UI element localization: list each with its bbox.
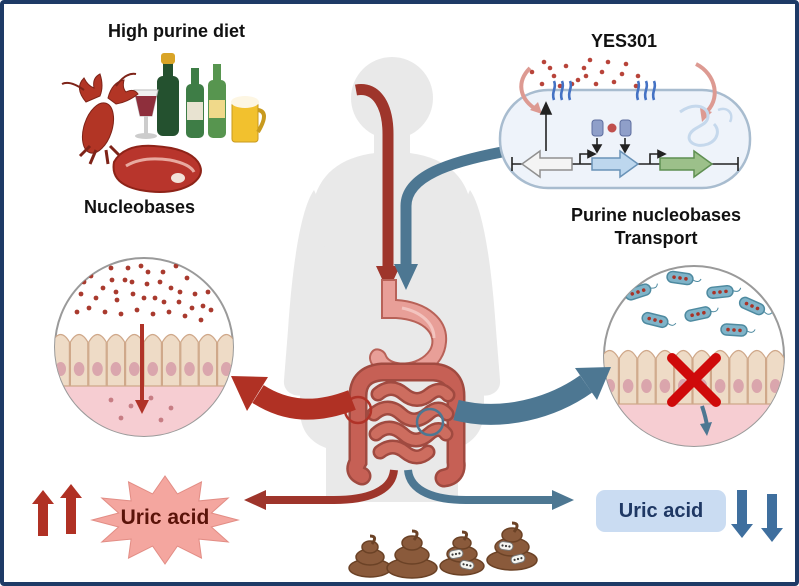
- uric-acid-increase-arrow: [266, 469, 398, 504]
- stomach-icon: [369, 279, 448, 379]
- epithelium-cells: [604, 349, 784, 405]
- blue-magnifier-ring-icon: [415, 407, 445, 437]
- gene-arrow-green: [659, 149, 714, 179]
- bacteria-in-feces-icons: [448, 541, 526, 571]
- red-x-icon: [667, 353, 721, 407]
- absorption-arrowhead-icon: [135, 400, 149, 414]
- cell-nuclei: [55, 362, 232, 376]
- lobster-icon: [61, 72, 139, 165]
- head-silhouette: [351, 57, 433, 139]
- uric-acid-decrease-arrow: [404, 469, 552, 504]
- purine-transport-line2: Transport: [614, 227, 698, 248]
- double-down-arrow-icon: [731, 490, 783, 542]
- nucleobase-dots: [74, 263, 214, 323]
- uric-acid-starburst: [90, 475, 240, 565]
- beer-bottle-icon: [186, 68, 204, 138]
- uric-acid-increase-label: Uric acid: [120, 506, 210, 529]
- lamina-propria: [604, 404, 784, 446]
- expression-arrow-icon: [539, 101, 631, 154]
- purine-transport-label: Purine nucleobases Transport: [556, 204, 756, 249]
- purine-transport-line1: Purine nucleobases: [570, 205, 742, 225]
- wine-glass-icon: [133, 89, 159, 139]
- beer-bottle-icon: [208, 64, 226, 138]
- dna-end-ticks: [511, 157, 739, 171]
- yes301-down-arrow: [400, 146, 504, 266]
- intestines-icon: [346, 362, 466, 488]
- secretion-arrow-icon: [519, 62, 717, 122]
- yes301-down-arrowhead-icon: [394, 264, 418, 290]
- nucleobases-label: Nucleobases: [83, 197, 196, 217]
- high-purine-diet-label: High purine diet: [108, 21, 245, 41]
- engineered-bacteria-icons: [624, 270, 773, 337]
- yes301-label: YES301: [590, 31, 658, 51]
- outcome-arrows: [244, 469, 574, 510]
- high-purine-food-illustration: [61, 53, 266, 193]
- regulator-protein-icons: [591, 119, 632, 137]
- promoter-arrow-icon: [579, 149, 667, 164]
- absorbed-dots: [108, 395, 174, 423]
- membrane-transporter-icon: [551, 80, 657, 101]
- right-arm-silhouette: [459, 190, 501, 396]
- gastrointestinal-tract: [343, 279, 466, 488]
- champagne-bottle-icon: [157, 53, 179, 136]
- left-arm-silhouette: [283, 190, 325, 396]
- starburst-shape: [90, 475, 240, 565]
- beer-mug-icon: [231, 96, 266, 143]
- uric-acid-decrease-label: Uric acid: [618, 499, 704, 522]
- right-arrowhead-icon: [552, 490, 574, 510]
- mucosa-absorption-circle: [54, 257, 234, 437]
- engineered-bacteria-construct: [498, 57, 752, 190]
- diet-down-arrow: [355, 84, 394, 268]
- mucosa-blocked-circle: [603, 265, 785, 447]
- uric-acid-box: Uric acid: [596, 490, 726, 532]
- reduced-uptake-arrowhead-icon: [700, 422, 712, 436]
- left-arrowhead-icon: [244, 490, 266, 510]
- feces-plain-icon: [348, 529, 438, 579]
- meat-icon: [112, 144, 202, 193]
- double-up-arrow-icon: [32, 484, 82, 536]
- feces-with-bacteria-icon: [439, 521, 538, 576]
- epithelium-cells: [55, 333, 233, 387]
- protein-squiggle-icon: [679, 104, 733, 147]
- gene-arrow-white: [520, 149, 573, 179]
- gene-arrow-blue: [591, 149, 640, 179]
